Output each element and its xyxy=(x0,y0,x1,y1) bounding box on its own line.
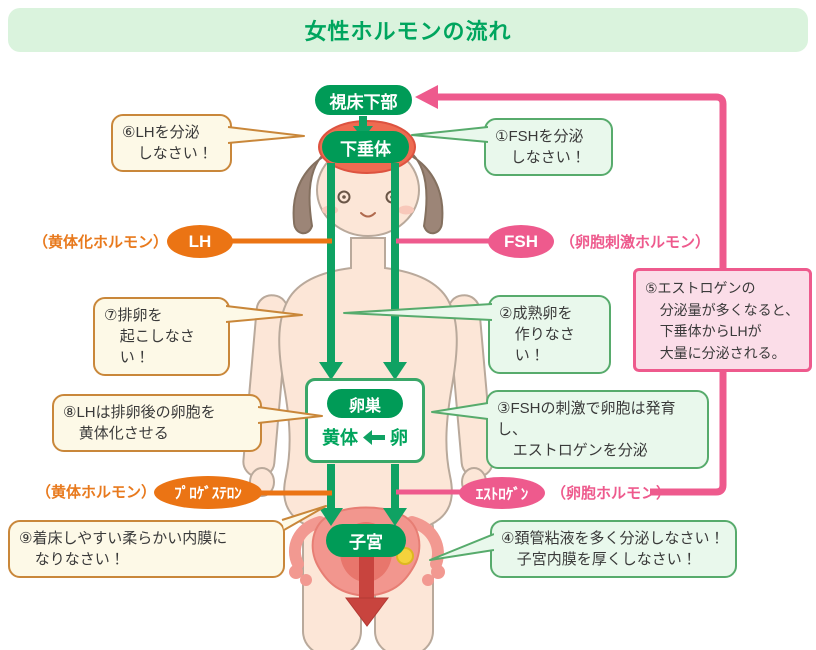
lh-down-arrowhead xyxy=(319,362,343,380)
page-title: 女性ホルモンの流れ xyxy=(304,19,512,44)
bubble-4-tail xyxy=(429,533,494,561)
bubble-8-tail xyxy=(258,406,323,424)
left-arrow-icon xyxy=(363,429,385,445)
bubble-3-line1: ③FSHの刺激で卵胞は発育し、 xyxy=(497,400,676,438)
uterus-left-fimbria2 xyxy=(300,574,312,586)
title-bar: 女性ホルモンの流れ xyxy=(8,8,808,52)
bubble-4-line2: 子宮内膜を厚くしなさい！ xyxy=(516,551,697,568)
bubble-1-tail xyxy=(411,126,488,143)
bubble-3-line2: エストロゲンを分泌 xyxy=(512,442,648,459)
bubble-2-tail xyxy=(343,303,492,321)
estrogen-down-arrowhead xyxy=(383,508,407,526)
lh-annotation: （黄体化ホルモン） xyxy=(33,234,169,251)
node-ovary: 卵巣 xyxy=(327,389,403,418)
bubble-6-secrete-lh: ⑥LHを分泌 しなさい！ xyxy=(111,114,232,172)
bubble-6-line2: しなさい！ xyxy=(137,145,213,162)
bubble-1-line1: ①FSHを分泌 xyxy=(495,128,584,145)
left-eye xyxy=(337,190,351,204)
bubble-8-line2: 黄体化させる xyxy=(78,425,169,442)
bubble-9-tail xyxy=(281,505,327,531)
uterus-left-fimbria xyxy=(289,565,303,579)
node-uterus: 子宮 xyxy=(326,524,406,557)
bubble-6-tail xyxy=(228,126,305,144)
bubble-8-line1: ⑧LHは排卵後の卵胞を xyxy=(63,404,216,421)
bubble-2-line1: ②成熟卵を xyxy=(499,305,573,322)
node-ovary-box: 卵巣 黄体 卵 xyxy=(305,378,425,463)
note-5-line3: 下垂体からLHが xyxy=(659,323,762,340)
estrogen-badge: ｴｽﾄﾛｹﾞﾝ xyxy=(459,477,545,509)
bubble-7-tail xyxy=(226,305,303,323)
note-5-line1: ⑤エストロゲンの xyxy=(645,280,756,296)
egg-label: 卵 xyxy=(390,428,408,448)
note-5-line2: 分泌量が多くなると、 xyxy=(659,301,800,318)
bubble-1-line2: しなさい！ xyxy=(510,149,586,166)
bubble-2-make-mature-egg: ②成熟卵を 作りなさい！ xyxy=(488,295,611,374)
bubble-7-line2: 起こしなさい！ xyxy=(119,328,195,366)
bubble-4-cervical-mucus: ④頚管粘液を多く分泌しなさい！ 子宮内膜を厚くしなさい！ xyxy=(490,520,737,578)
note-5-estrogen-feedback: ⑤エストロゲンの 分泌量が多くなると、 下垂体からLHが 大量に分泌される。 xyxy=(633,268,812,372)
uterus-right-fimbria2 xyxy=(422,574,434,586)
bubble-7-ovulate: ⑦排卵を 起こしなさい！ xyxy=(93,297,230,376)
note-5-line4: 大量に分泌される。 xyxy=(659,345,786,362)
left-eye-pupil xyxy=(342,195,346,199)
fsh-annotation: （卵胞刺激ホルモン） xyxy=(560,234,711,251)
bubble-9-line2: なりなさい！ xyxy=(34,551,125,568)
bubble-3-follicle-grows: ③FSHの刺激で卵胞は発育し、 エストロゲンを分泌 xyxy=(486,390,709,469)
bubble-9-soft-lining: ⑨着床しやすい柔らかい内膜に なりなさい！ xyxy=(8,520,285,578)
bubble-9-line1: ⑨着床しやすい柔らかい内膜に xyxy=(19,530,228,547)
estrogen-annotation: （卵胞ホルモン） xyxy=(551,485,672,502)
lh-badge: LH xyxy=(167,225,233,258)
corpus-luteum-label: 黄体 xyxy=(322,428,358,448)
bubble-1-secrete-fsh: ①FSHを分泌 しなさい！ xyxy=(484,118,613,176)
uterus-left-tube xyxy=(289,516,326,570)
bubble-4-line1: ④頚管粘液を多く分泌しなさい！ xyxy=(501,530,725,547)
right-blush xyxy=(398,205,414,215)
uterus-right-fimbria xyxy=(431,565,445,579)
uterus-flow-arrow-stem xyxy=(359,556,374,602)
fsh-badge: FSH xyxy=(488,225,554,258)
progesterone-annotation: （黄体ホルモン） xyxy=(36,484,157,501)
progesterone-down-arrowhead xyxy=(319,508,343,526)
node-hypothalamus: 視床下部 xyxy=(315,85,412,115)
bubble-2-line2: 作りなさい！ xyxy=(514,326,575,364)
uterus-flow-arrow-head xyxy=(345,597,389,627)
estrogen-feedback-arrowhead xyxy=(415,85,438,109)
fsh-down-arrowhead xyxy=(383,362,407,380)
node-pituitary: 下垂体 xyxy=(322,131,409,163)
bubble-6-line1: ⑥LHを分泌 xyxy=(122,124,200,141)
bubble-8-luteinize: ⑧LHは排卵後の卵胞を 黄体化させる xyxy=(52,394,262,452)
bubble-7-line1: ⑦排卵を xyxy=(104,307,163,324)
progesterone-badge: ﾌﾟﾛｹﾞｽﾃﾛﾝ xyxy=(154,476,262,509)
mouth xyxy=(360,212,376,218)
ovary-sub-row: 黄体 卵 xyxy=(308,424,422,450)
bubble-3-tail xyxy=(431,402,488,420)
